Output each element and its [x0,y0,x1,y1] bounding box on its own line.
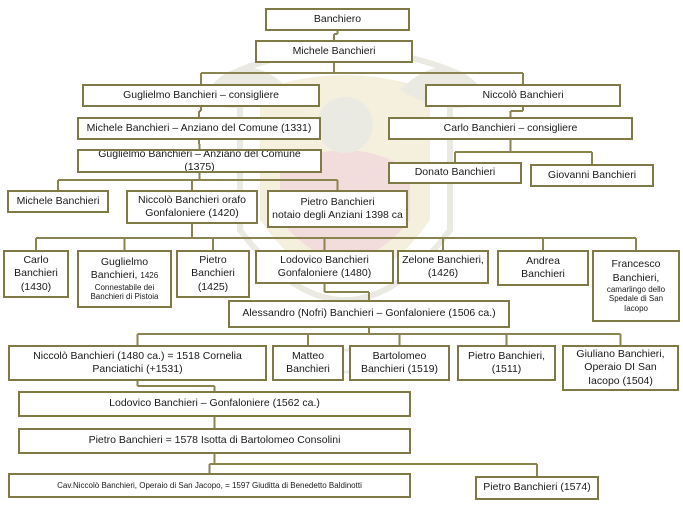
person-node-zelone: Zelone Banchieri,(1426) [397,250,489,284]
node-text-line: Giovanni Banchieri [547,168,637,181]
node-text-line: Michele Banchieri [16,194,100,207]
node-text-line: Andrea [526,254,560,267]
node-note-line: Connestabile dei [94,282,155,292]
node-text-line: Operaio DI San [584,361,657,374]
node-text-line: Bartolomeo [372,349,427,362]
node-text-line: (1430) [20,280,52,293]
node-text-line: Niccolò Banchieri orafo [138,193,246,206]
node-text-line: Pietro Banchieri = 1578 Isotta di Bartol… [88,434,341,447]
person-node-niccolo4: Cav.Niccolò Banchieri, Operaio di San Ja… [8,473,411,498]
node-text-line: Giuliano Banchieri, [576,348,665,361]
node-text-line: Banchieri (1519) [360,363,439,375]
node-text-line: Gonfaloniere (1420) [145,207,239,219]
node-text-line: Zelone Banchieri, [402,253,484,266]
node-text-line: Lodovico Banchieri – Gonfaloniere (1562 … [109,397,320,410]
person-node-guglielmo2: Guglielmo Banchieri – Anziano del Comune… [77,149,322,173]
node-text-line: (1426) [427,267,459,279]
person-node-michele3: Michele Banchieri [7,190,109,213]
node-text-line: Pietro [199,254,227,267]
person-node-banchiero: Banchiero [265,8,410,31]
node-text-line: Francesco [611,258,661,271]
person-node-niccolo3: Niccolò Banchieri (1480 ca.) = 1518 Corn… [8,345,267,381]
person-node-donato: Donato Banchieri [388,162,522,184]
node-text-line: Banchieri, 1426 [90,269,159,282]
node-text-line: Pietro Banchieri (1574) [483,481,591,494]
node-text-line: Pietro Banchieri, [467,349,546,362]
node-text-line: Guglielmo [100,256,149,269]
node-text-line: notaio degli Anziani 1398 ca [272,209,403,221]
node-text-line: Carlo [23,254,49,267]
node-inline-note: 1426 [140,271,159,281]
node-note-line: camarlingo dello [606,284,666,294]
node-text-line: Banchieri [286,363,330,375]
person-node-guglielmo1: Guglielmo Banchieri – consigliere [82,84,320,107]
person-node-michele1: Michele Banchieri [255,40,413,63]
node-note-line: Spedale di San [608,294,664,304]
person-node-niccolo1: Niccolò Banchieri [425,84,621,107]
person-node-michele2: Michele Banchieri – Anziano del Comune (… [77,117,321,140]
node-note-line: Banchieri di Pistoia [90,292,159,302]
person-node-carlo1: Carlo Banchieri – consigliere [388,117,633,140]
node-text-line: Iacopo (1504) [588,374,653,387]
person-node-alessandro: Alessandro (Nofri) Banchieri – Gonfaloni… [228,300,510,328]
node-text-line: Donato Banchieri [414,166,496,179]
person-node-giovanni: Giovanni Banchieri [530,164,654,187]
person-node-lodovico2: Lodovico Banchieri – Gonfaloniere (1562 … [18,391,411,417]
node-text-line: Michele Banchieri – Anziano del Comune (… [86,121,312,134]
node-text-line: Pietro Banchieri [300,195,375,208]
node-note-line: Cav.Niccolò Banchieri, Operaio di San Ja… [57,480,362,490]
node-text-line: Guglielmo Banchieri – consigliere [123,88,279,101]
node-text-line: Lodovico Banchieri [280,253,369,266]
node-text-line: Banchieri [14,267,58,280]
person-node-pietro4: Pietro Banchieri = 1578 Isotta di Bartol… [18,428,411,454]
node-text-line: Guglielmo Banchieri – Anziano del Comune… [98,149,301,173]
node-text-line: Matteo [291,349,325,362]
node-text-line: Alessandro (Nofri) Banchieri – Gonfaloni… [242,307,496,320]
node-text-line: (1425) [197,280,229,293]
person-node-pietro3: Pietro Banchieri,(1511) [457,345,556,381]
node-text-line: Carlo Banchieri – consigliere [443,121,578,134]
node-text-line: Banchiero [313,12,362,25]
node-text-line: Niccolò Banchieri [482,88,564,101]
node-text-line: Banchieri [521,268,565,280]
node-text-line: Panciatichi (+1531) [92,363,183,375]
node-note-line: Iacopo [623,303,648,313]
person-node-pietro5: Pietro Banchieri (1574) [475,476,599,500]
node-text-line: Banchieri, [612,271,660,284]
node-text-line: Michele Banchieri [292,44,376,57]
node-text-line: Banchieri [191,267,235,280]
node-text-line: Niccolò Banchieri (1480 ca.) = 1518 Corn… [33,349,242,362]
node-text-line: Gonfaloniere (1480) [277,267,372,279]
node-text-line: (1511) [491,363,522,375]
